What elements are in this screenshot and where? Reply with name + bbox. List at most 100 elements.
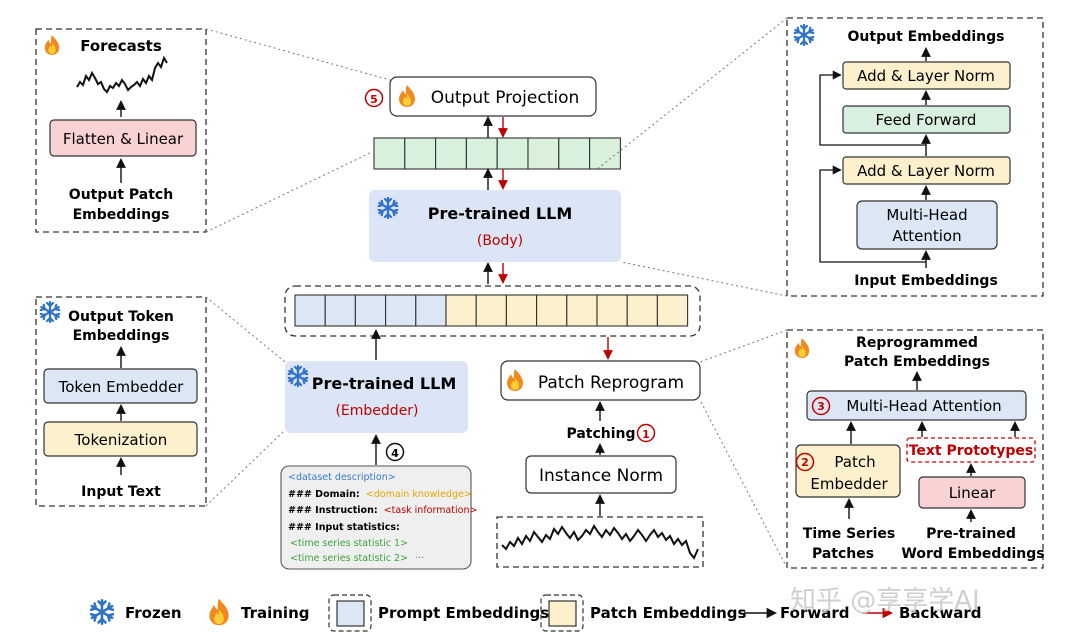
patch-embedder-line2: Embedder [810,475,888,493]
patch-embedder-box [795,444,901,498]
llm-embedder-box [285,361,468,433]
flame-icon [44,35,60,55]
input-series-icon [501,524,699,560]
embedding-cell [385,294,417,327]
prompt-instruction-line: ### Instruction: <task information> [288,505,477,516]
step-2: 2 [801,456,809,469]
patch-reprogram-box [500,360,701,401]
embedding-cell [566,294,598,327]
feed-forward-label: Feed Forward [876,111,977,129]
token-output-line1: Output Token [68,309,174,325]
embedding-cell [558,137,591,170]
embedding-cell [536,294,568,327]
embedding-cell [496,137,529,170]
embedding-cell [527,137,560,170]
linear-label: Linear [949,484,996,502]
instance-norm-box [525,455,677,494]
reprogram-panel: Reprogrammed Patch Embeddings 3 Multi-He… [786,329,1045,569]
snowflake-icon [793,23,815,47]
transformer-output-label: Output Embeddings [848,29,1005,45]
prompt-template-box [280,465,472,570]
output-projection-label: Output Projection [431,88,580,108]
embedding-cell [354,294,387,327]
reprogram-mha-box [806,390,1027,421]
token-embedder-box [43,368,198,404]
flatten-linear-box [49,119,197,157]
token-output-line2: Embeddings [73,328,170,344]
embedding-sequence-grid [294,294,689,327]
mha-line2: Attention [892,227,961,245]
word-emb-line1: Pre-trained [926,526,1016,542]
llm-body-subtitle: (Body) [477,233,523,249]
llm-body-box [369,190,621,262]
step-5: 5 [370,93,378,106]
flatten-linear-label: Flatten & Linear [63,130,184,148]
input-series-frame [496,516,704,568]
prompt-domain-line: ### Domain: <domain knowledge> [288,489,472,500]
feed-forward-box [842,105,1011,134]
reprogrammed-line1: Reprogrammed [856,335,978,351]
llm-embedder-subtitle: (Embedder) [335,403,418,419]
llm-embedder-title: Pre-trained LLM [312,374,457,393]
prompt-stat-1: <time series statistic 1> [290,538,408,549]
embedding-cell [626,294,658,327]
embedding-cell [596,294,628,327]
embedding-cell [435,137,467,170]
prompt-stats-label: ### Input statistics: [288,522,400,533]
legend-patch: Patch Embeddings [590,604,746,622]
prompt-stat-2-line: <time series statistic 2> ··· [290,553,424,564]
mha-line1: Multi-Head [886,206,967,224]
embedding-cell [465,137,498,170]
flame-icon [209,598,229,626]
embedding-cell [324,294,356,327]
output-projection-box [389,76,597,117]
embedding-cell [294,294,326,327]
tokenization-box [43,421,198,457]
patching-label: Patching [566,426,635,442]
embedding-cell [404,137,437,170]
instance-norm-label: Instance Norm [539,466,663,486]
embedding-cell [589,137,621,170]
embedding-sequence-frame [284,285,701,337]
linear-box [918,476,1026,509]
text-prototypes-box [906,437,1036,463]
embedding-cell [656,294,689,327]
text-prototypes-label: Text Prototypes [909,443,1034,459]
legend-frozen: Frozen [125,604,182,622]
embedding-cell [475,294,507,327]
mha-box [856,200,998,250]
watermark: 知乎 @享享学AI [790,586,980,616]
tokenization-label: Tokenization [74,431,168,449]
step-1: 1 [642,428,650,441]
forecast-title: Forecasts [80,37,162,55]
llm-body-title: Pre-trained LLM [428,204,573,223]
token-embedder-label: Token Embedder [58,378,185,396]
add-norm-top-box [842,61,1011,90]
legend-prompt-swatch [336,600,365,627]
forecast-series-icon [76,55,168,94]
transformer-input-label: Input Embeddings [854,273,998,289]
flame-icon [794,338,810,358]
forecast-input-line2: Embeddings [73,207,170,223]
reprogrammed-line2: Patch Embeddings [844,354,990,370]
add-norm-bottom-box [842,156,1011,185]
output-patch-grid [373,137,621,170]
legend-training: Training [241,604,309,622]
embedding-cell [415,294,447,327]
ts-patches-line2: Patches [812,546,874,562]
legend-patch-swatch [548,600,577,627]
snowflake-icon [89,599,115,625]
token-panel: Output Token Embeddings Token Embedder T… [35,296,207,507]
patch-embedder-line1: Patch [834,453,875,471]
word-emb-line2: Word Embeddings [901,546,1044,562]
patch-reprogram-label: Patch Reprogram [538,373,684,393]
ts-patches-line1: Time Series [803,526,895,542]
legend-backward: Backward [899,604,982,622]
add-norm-bottom-label: Add & Layer Norm [857,162,995,180]
step-4: 4 [391,447,399,460]
reprogram-mha-label: Multi-Head Attention [846,397,1001,415]
snowflake-icon [39,300,61,324]
embedding-cell [373,137,406,170]
prompt-dataset-description: <dataset description> [288,472,396,483]
